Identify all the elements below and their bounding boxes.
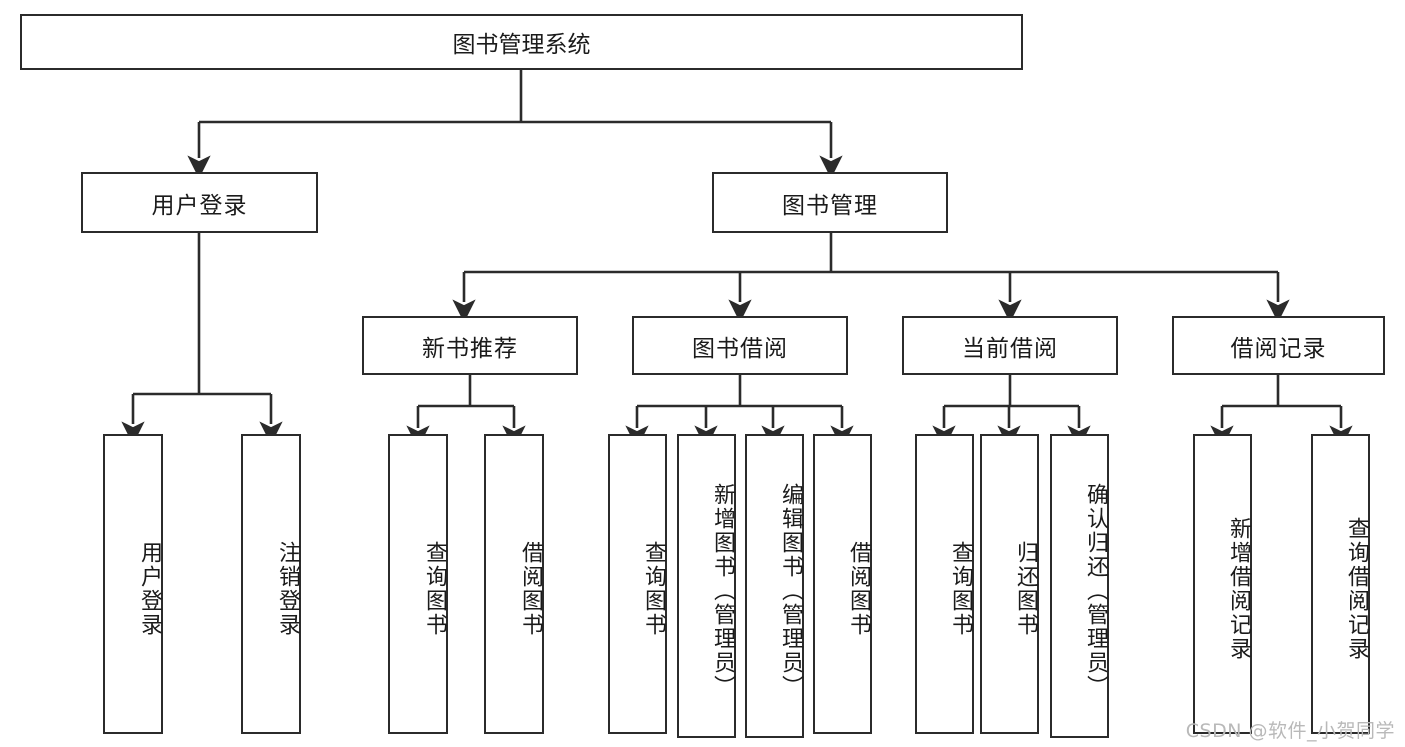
node-label: 编辑图书（管理员）	[778, 483, 803, 699]
leaf-user-login[interactable]: 用户登录	[103, 434, 163, 734]
node-root-system[interactable]: 图书管理系统	[20, 14, 1023, 70]
node-user-login[interactable]: 用户登录	[81, 172, 318, 233]
csdn-watermark: CSDN @软件_小贺同学	[1185, 720, 1395, 742]
node-label: 确认归还（管理员）	[1083, 483, 1108, 699]
node-label: 新增图书（管理员）	[710, 483, 735, 699]
node-label: 借阅图书	[846, 541, 871, 637]
leaf-logout[interactable]: 注销登录	[241, 434, 301, 734]
leaf-query-book-recommend[interactable]: 查询图书	[388, 434, 448, 734]
leaf-query-book[interactable]: 查询图书	[608, 434, 667, 734]
leaf-query-borrow-record[interactable]: 查询借阅记录	[1311, 434, 1370, 734]
leaf-edit-book-admin[interactable]: 编辑图书（管理员）	[745, 434, 804, 738]
leaf-add-book-admin[interactable]: 新增图书（管理员）	[677, 434, 736, 738]
node-label: 借阅图书	[518, 541, 543, 637]
node-label: 用户登录	[151, 192, 248, 219]
node-label: 查询图书	[948, 541, 973, 637]
node-label: 注销登录	[275, 541, 300, 637]
leaf-borrow-book[interactable]: 借阅图书	[813, 434, 872, 734]
leaf-query-book-current[interactable]: 查询图书	[915, 434, 974, 734]
leaf-add-borrow-record[interactable]: 新增借阅记录	[1193, 434, 1252, 734]
node-book-borrow[interactable]: 图书借阅	[632, 316, 848, 375]
node-label: 当前借阅	[962, 335, 1058, 362]
node-label: 图书管理系统	[452, 32, 591, 58]
node-label: 归还图书	[1013, 541, 1038, 637]
node-label: 新书推荐	[422, 335, 518, 362]
node-label: 图书借阅	[692, 335, 788, 362]
node-label: 用户登录	[137, 541, 162, 637]
leaf-confirm-return-admin[interactable]: 确认归还（管理员）	[1050, 434, 1109, 738]
leaf-return-book[interactable]: 归还图书	[980, 434, 1039, 734]
node-label: 新增借阅记录	[1226, 517, 1251, 661]
leaf-borrow-book-recommend[interactable]: 借阅图书	[484, 434, 544, 734]
node-current-borrow[interactable]: 当前借阅	[902, 316, 1118, 375]
node-label: 查询图书	[641, 541, 666, 637]
node-label: 查询图书	[422, 541, 447, 637]
node-label: 图书管理	[782, 192, 878, 219]
node-label: 借阅记录	[1230, 335, 1327, 362]
node-label: 查询借阅记录	[1344, 517, 1369, 661]
node-new-book-recommend[interactable]: 新书推荐	[362, 316, 578, 375]
node-book-management[interactable]: 图书管理	[712, 172, 948, 233]
node-borrow-record[interactable]: 借阅记录	[1172, 316, 1385, 375]
